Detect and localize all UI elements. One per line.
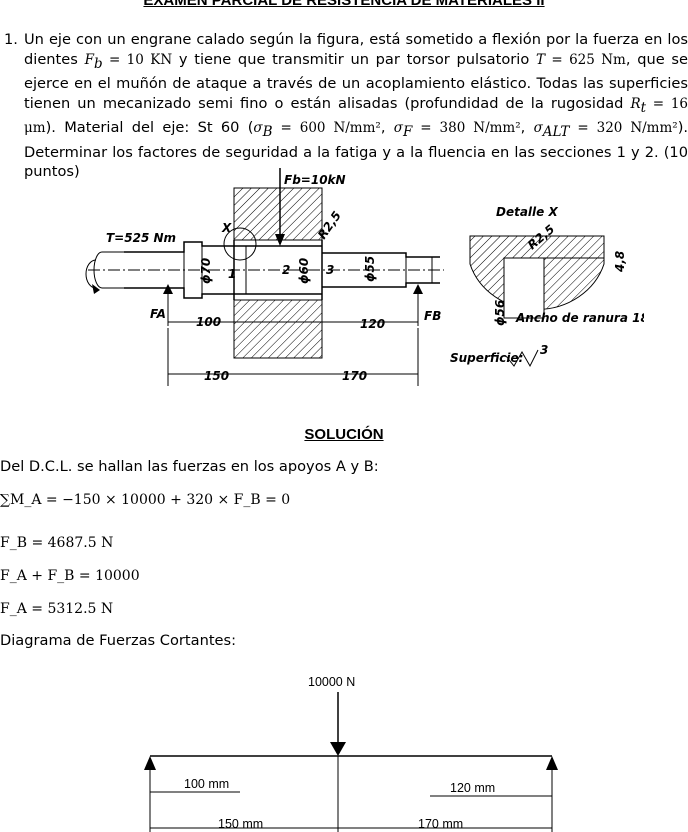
section-1: 1 [228, 267, 236, 281]
equation-fa: F_A = 5312.5 N [0, 601, 114, 617]
dim-170: 170 [342, 369, 367, 383]
dim-170mm: 170 mm [418, 817, 463, 831]
dim-100: 100 [196, 315, 221, 329]
detail-dia-56: ϕ56 [493, 300, 507, 326]
section-2: 2 [282, 263, 290, 277]
surface-label: Superficie: [450, 351, 523, 365]
shaft-end [93, 251, 103, 289]
dia-60: ϕ60 [297, 258, 311, 284]
support-b [546, 756, 558, 770]
detail-title: Detalle X [496, 205, 558, 219]
problem-text: Un eje con un engrane calado según la fi… [24, 31, 688, 181]
surface-finish-symbol [505, 349, 539, 368]
surface-finish-value: 3 [540, 343, 548, 357]
problem-number: 1. [4, 31, 18, 48]
groove-width-note: Ancho de ranura 18 [515, 311, 644, 325]
equation-fb: F_B = 4687.5 N [0, 535, 114, 551]
beam-diagram: 10000 N 100 mm 120 mm 150 mm 170 mm [144, 675, 558, 832]
detail-circle [223, 227, 257, 261]
support-a [144, 756, 156, 770]
torque-label: T=525 Nm [106, 231, 176, 245]
reaction-a-label: FA [150, 307, 166, 321]
section-3: 3 [326, 263, 334, 277]
solution-intro: Del D.C.L. se hallan las fuerzas en los … [0, 458, 379, 475]
load-label: 10000 N [308, 675, 355, 689]
gear-top-section [233, 187, 323, 241]
dim-150mm: 150 mm [218, 817, 263, 831]
dim-150: 150 [204, 369, 229, 383]
dim-120: 120 [360, 317, 385, 331]
groove-depth: 4,8 [613, 251, 627, 273]
dia-55: ϕ55 [363, 256, 377, 282]
equation-sum: F_A + F_B = 10000 [0, 568, 140, 584]
shear-diagram-title: Diagrama de Fuerzas Cortantes: [0, 632, 237, 649]
exam-title: EXAMEN PARCIAL DE RESISTENCIA DE MATERIA… [143, 0, 545, 9]
shaft-drawing: T=525 Nm Fb=10kN X R2,5 ϕ70 ϕ60 ϕ55 1 2 … [85, 168, 644, 386]
solution-title: SOLUCIÓN [304, 426, 384, 443]
force-label: Fb=10kN [284, 173, 346, 187]
detail-x-mark: X [221, 221, 232, 235]
dia-70: ϕ70 [199, 258, 213, 284]
equation-moments: ∑M_A = −150 × 10000 + 320 × F_B = 0 [0, 492, 291, 508]
dim-120mm: 120 mm [450, 781, 495, 795]
dim-100mm: 100 mm [184, 777, 229, 791]
reaction-b-label: FB [424, 309, 441, 323]
gear-bottom-section [233, 299, 323, 359]
